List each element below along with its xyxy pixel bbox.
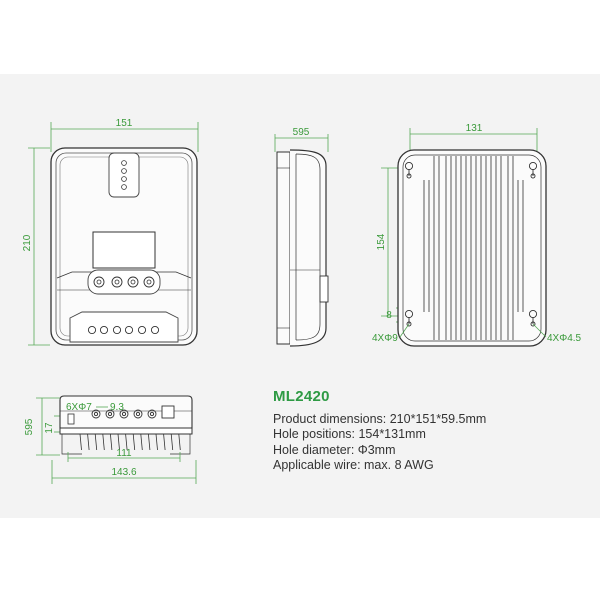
bottom-small-label: 17 (44, 422, 55, 434)
bottom-height-label: 595 (24, 418, 35, 435)
bottom-terminal-holes-label: 6XΦ7 (66, 402, 92, 413)
back-left-hole-label: 4XΦ9 (372, 333, 398, 344)
back-right-hole-label: 4XΦ4.5 (547, 333, 582, 344)
spec-line-hole-diameter: Hole diameter: Φ3mm (273, 442, 396, 457)
front-width-label: 151 (116, 118, 133, 129)
front-view: 151 210 (22, 118, 199, 346)
bottom-view: 595 17 6XΦ7 9.3 111 143.6 (24, 395, 197, 484)
spec-line-wire: Applicable wire: max. 8 AWG (273, 458, 434, 473)
back-width-label: 131 (466, 123, 483, 134)
back-view: 131 154 8 4XΦ9 4XΦ4.5 (372, 123, 582, 347)
back-slot-label: 8 (386, 310, 392, 321)
side-view: 595 (274, 127, 329, 347)
spec-line-hole-positions: Hole positions: 154*131mm (273, 427, 426, 442)
spec-line-dimensions: Product dimensions: 210*151*59.5mm (273, 412, 487, 426)
side-depth-label: 595 (293, 127, 310, 138)
spec-block: ML2420 Product dimensions: 210*151*59.5m… (273, 388, 593, 474)
back-hole-pitch-label: 154 (376, 233, 387, 250)
front-height-label: 210 (22, 234, 33, 251)
bottom-terminal-pitch-label: 9.3 (110, 402, 124, 413)
model-name: ML2420 (273, 388, 330, 405)
bottom-inner-width-label: 111 (116, 448, 132, 459)
bottom-outer-width-label: 143.6 (111, 467, 136, 478)
